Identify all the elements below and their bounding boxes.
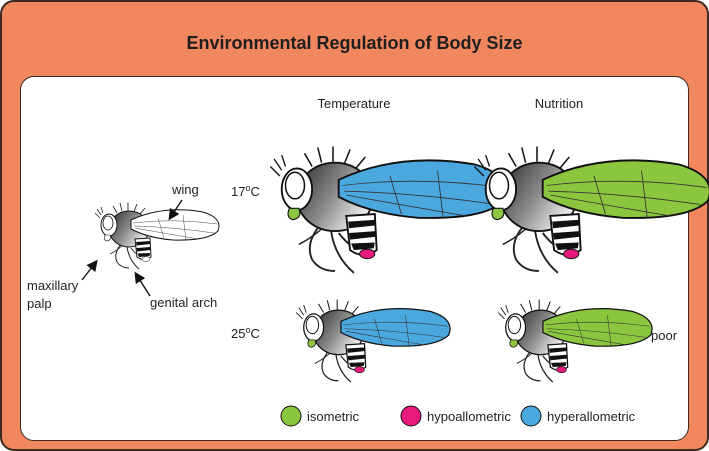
row-label-17c: 17oC [231,183,260,199]
row-label-poor: poor [651,328,678,343]
legend: isometric hypoallometric hyperallometric [280,405,636,427]
arrow-wing [168,199,183,221]
legend-swatch-hyperallometric [520,405,542,427]
legend-swatch-hypoallometric [400,405,422,427]
diagram-panel [20,76,689,441]
column-header-temperature: Temperature [318,96,391,111]
label-genital-arch: genital arch [150,295,217,310]
legend-swatch-isometric [280,405,302,427]
fly-nutrition-rich [473,145,709,274]
legend-label-hyperallometric: hyperallometric [547,409,636,424]
label-palp: palp [27,296,52,311]
arrow-palp [81,259,98,281]
row-label-25c: 25oC [231,325,260,341]
arrow-genital [134,271,151,297]
fly-nutrition-poor [497,298,653,383]
label-wing: wing [171,182,199,197]
fly-temperature-25c [295,298,451,383]
fly-temperature-17c [269,145,507,274]
label-maxillary: maxillary [27,278,79,293]
legend-label-hypoallometric: hypoallometric [427,409,511,424]
page-title: Environmental Regulation of Body Size [186,33,523,53]
reference-fly [94,202,220,270]
column-header-nutrition: Nutrition [535,96,583,111]
legend-label-isometric: isometric [307,409,360,424]
